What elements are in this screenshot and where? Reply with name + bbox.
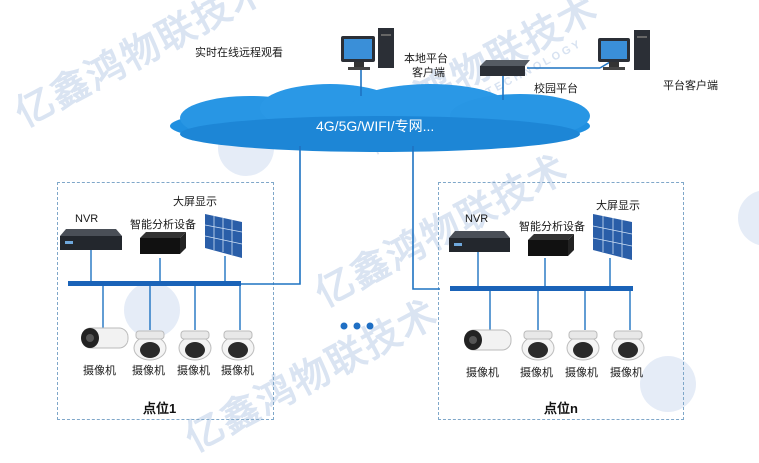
watermark-logo-icon (124, 282, 180, 338)
site-1-bus (68, 281, 241, 286)
site-n-camera-label: 摄像机 (610, 367, 643, 379)
site-n-box (438, 182, 684, 420)
platform-client-label: 平台客户端 (663, 80, 718, 92)
site-n-title: 点位n (544, 401, 578, 416)
site-n-dome-camera-icon (611, 330, 645, 361)
site-n-dome-camera-icon (521, 330, 555, 361)
network-cloud (170, 84, 590, 152)
site-1-analyzer-label: 智能分析设备 (130, 219, 196, 231)
site-1-camera-label: 摄像机 (132, 365, 165, 377)
local-platform-label-line2: 客户端 (412, 67, 445, 79)
site-1-nvr-icon (60, 229, 122, 250)
site-1-camera-label: 摄像机 (83, 365, 116, 377)
site-n-bullet-camera-icon (464, 329, 512, 351)
site-n-camera-label: 摄像机 (520, 367, 553, 379)
site-1-dome-camera-icon (221, 330, 255, 361)
site-1-dome-camera-icon (178, 330, 212, 361)
remote-view-label: 实时在线远程观看 (195, 47, 283, 59)
site-1-box (57, 182, 274, 420)
local-platform-label: 本地平台 (404, 53, 448, 65)
site-n-analyzer-icon (528, 234, 574, 256)
site-1-camera-label: 摄像机 (221, 365, 254, 377)
watermark-logo-icon (640, 356, 696, 412)
site-n-analyzer-label: 智能分析设备 (519, 221, 585, 233)
site-n-display-icon (592, 214, 633, 260)
watermark-logo-icon (738, 190, 759, 246)
local-platform-pc-icon (341, 28, 394, 70)
site-n-nvr-icon (449, 231, 510, 252)
site-n-bus (450, 286, 633, 291)
network-cloud-label: 4G/5G/WIFI/专网... (316, 118, 435, 134)
site-n-drops (477, 252, 631, 330)
site-1-nvr-label: NVR (75, 213, 99, 225)
campus-platform-device-icon (480, 60, 530, 76)
site-1-display-label: 大屏显示 (173, 196, 217, 208)
site-1-analyzer-icon (140, 232, 186, 254)
topology-diagram (60, 28, 650, 361)
network-links (240, 61, 611, 290)
site-1-bullet-camera-icon (81, 327, 129, 349)
site-1-camera-label: 摄像机 (177, 365, 210, 377)
campus-platform-label: 校园平台 (534, 83, 578, 95)
site-n-display-label: 大屏显示 (596, 200, 640, 212)
site-1-drops (90, 250, 241, 330)
site-n-camera-label: 摄像机 (565, 367, 598, 379)
platform-client-pc-icon (598, 30, 650, 70)
site-n-nvr-label: NVR (465, 213, 489, 225)
site-1-title: 点位1 (143, 401, 177, 416)
site-1-dome-camera-icon (133, 330, 167, 361)
site-n-camera-label: 摄像机 (466, 367, 499, 379)
site-n-dome-camera-icon (566, 330, 600, 361)
site-1-display-icon (204, 214, 243, 258)
more-sites-dots (340, 322, 374, 330)
